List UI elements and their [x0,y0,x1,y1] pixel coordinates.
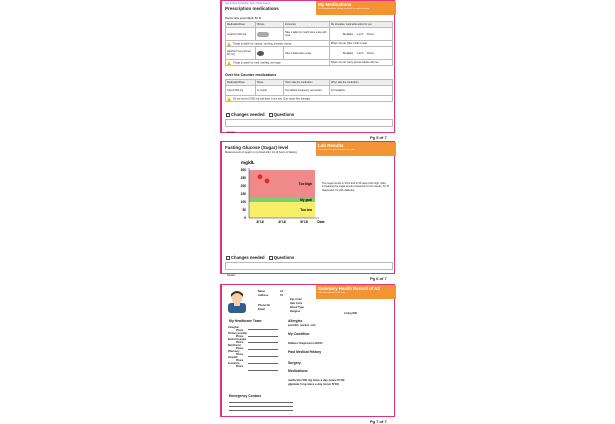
changes-checkbox[interactable] [226,112,230,117]
questions-checkbox[interactable] [268,255,273,260]
y-tick-label: 150 [241,192,247,196]
condition-value: Diabetes: Diagnosed in 6/2016 [288,342,323,345]
emergency-line[interactable] [229,410,293,411]
y-tick-label: 200 [241,184,247,188]
band-too-low [249,202,315,218]
med-schedule: Breakfast Lunch Dinner [329,27,393,41]
schedule-type-label: Generated Schedule Type: Meal based [225,2,270,5]
y-tick-label: 250 [241,176,247,180]
team-line[interactable] [248,356,278,357]
emergency-line[interactable] [229,402,293,403]
page-summary: Summary Health Record of AJ Take this wi… [220,284,396,417]
team-line[interactable] [248,336,278,337]
chart-title: Fasting Glucose (Sugar) level [225,145,289,150]
team-line[interactable] [248,349,278,350]
warning-icon [227,96,231,101]
summary-header: Summary Health Record of AJ Take this wi… [316,285,396,299]
meds-list: metformin 500 mg twice a day (since 6/'1… [288,378,345,386]
details-box[interactable]: Details: [225,119,393,134]
pill-icon [257,50,264,56]
otc-warning: Do not exceed 3,000 mg total dose in one… [225,95,393,102]
orange-title: My Medications [318,2,352,7]
orange-subtitle: Take this with me to all visits [318,292,346,294]
page-number: Pg 7 of 7 [370,419,387,424]
team-line[interactable] [248,329,278,330]
personal-fields-right: Eye Color Hair Color Blood Type Religion [290,298,304,313]
team-title: My Healthcare Team [229,319,262,323]
pill-icon [257,31,269,37]
chart-subtitle: Measurement of sugar in my blood after 1… [225,151,297,154]
data-point [264,178,270,184]
page-medications: Generated Schedule Type: Meal based Pres… [220,0,396,134]
data-point [257,174,263,180]
band-label: Too low [300,208,312,212]
med-picture [255,46,284,60]
orange-subtitle: List of medications, things to watch for… [318,8,370,10]
x-tick-label: 3/'16 [256,220,264,224]
med-name: glipizide 5 mg (normal Rx: 10) [225,46,256,60]
med-picture [255,27,284,41]
changes-row: Changes needed Questions [226,112,294,117]
med-name: metformin 500 mg [225,27,256,41]
team-line[interactable] [248,370,278,371]
y-tick-label: 100 [241,200,247,204]
orange-title: Summary Health Record of AJ [318,286,380,291]
my-medications-header: My Medications List of medications, thin… [316,1,396,15]
surgery-title: Surgery [288,361,301,365]
warning-action: What I can do: Carry glucose tablets wit… [329,59,393,66]
living-will: Living Will [344,312,357,315]
band-label: Too high [299,182,312,186]
page-lab-results: Fasting Glucose (Sugar) level Measuremen… [220,141,396,277]
avatar-icon [228,291,246,313]
changes-checkbox[interactable] [226,255,230,260]
warning-icon [227,60,231,65]
allergies-value: penicillin: reaction: rash [288,324,316,327]
x-tick-label: 5/'16 [300,220,308,224]
page-number: Pg 6 of 7 [370,276,387,281]
condition-title: My Condition [288,332,310,336]
details-box[interactable]: Details: [225,262,393,277]
rx-table: Medication/Dose Picture Instruction My s… [225,21,393,66]
emergency-line[interactable] [229,406,293,407]
allergies-title: Allergies [288,319,303,323]
team-line[interactable] [248,342,278,343]
band-my-goal [249,198,315,202]
emergency-title: Emergency Contact [229,394,261,398]
y-tick-label: 0 [244,216,246,220]
orange-title: Lab Results [318,143,344,148]
med-instruction: Take 1 tablet twice a day [283,46,330,60]
history-title: Past Medical History [288,350,322,354]
band-label: My goal [300,198,312,202]
meds-title: Medications [288,369,308,373]
team-list: Caregiver Phone Primary provider Phone E… [228,326,248,368]
chart-note: The sugar levels in 3/'16 and 4/'16 were… [322,182,389,192]
page-title: Prescription medications [225,6,279,11]
page-number: Pg 5 of 7 [370,135,387,140]
x-tick-label: 4/'16 [278,220,286,224]
y-tick-label: 300 [241,168,247,172]
y-tick-label: 50 [242,208,246,212]
team-line[interactable] [248,363,278,364]
changes-row: Changes needed Questions [226,255,294,260]
otc-title: Over the Counter medications [225,73,277,77]
orange-subtitle: Lab values compared to previous visit [318,149,355,151]
lab-results-header: Lab Results Lab values compared to previ… [316,142,396,156]
warning-icon [227,41,231,46]
questions-checkbox[interactable] [268,112,273,117]
otc-table: Medication/Dose Route How I take the med… [225,79,393,102]
med-instruction: Take 1 tablet by mouth twice a day with … [283,27,330,41]
warning-row: Things to watch for: rash, swelling, low… [225,59,330,66]
med-schedule: Breakfast Lunch Dinner [329,46,393,60]
y-axis-label: mg/dL [241,160,255,165]
doctor-label: Doctor who prescribed: Dr. B [225,17,261,20]
x-axis-label: Date [317,220,324,224]
